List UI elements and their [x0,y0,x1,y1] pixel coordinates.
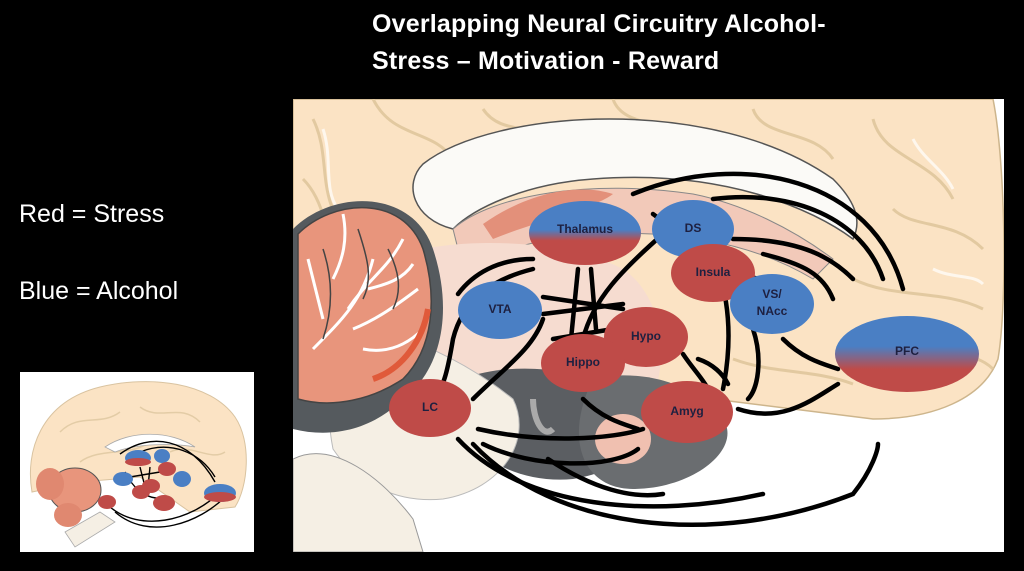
node-thalamus-label: Thalamus [557,222,613,236]
node-vs-label: VS/ [762,287,782,301]
node-pfc[interactable]: PFC [835,316,979,392]
connection-thal-hypo-1 [568,266,581,342]
connection-thal-hypo-2 [588,266,599,332]
node-hippo-label: Hippo [566,355,600,369]
node-vs-nacc[interactable]: VS/ NAcc [730,274,814,334]
connection-vta-hub-2 [540,301,626,317]
brain-diagram-svg: Thalamus DS Insula VS/ NAcc VTA Hypo Hip… [293,99,1004,552]
node-insula-label: Insula [696,265,731,279]
node-lc-label: LC [422,400,438,414]
connection-lc-vta [470,316,546,402]
node-ds[interactable]: DS [652,200,734,258]
brain-circuit-diagram: Thalamus DS Insula VS/ NAcc VTA Hypo Hip… [293,99,1004,552]
brain-thumbnail [20,372,254,552]
connection-hippo-amyg [580,396,641,432]
slide-title: Overlapping Neural Circuitry Alcohol- St… [372,6,826,80]
node-amyg[interactable]: Amyg [641,381,733,443]
brain-thumbnail-svg [20,372,254,552]
connection-ds-hippo [580,231,666,342]
node-vta[interactable]: VTA [458,281,542,339]
legend-blue-alcohol: Blue = Alcohol [19,277,179,305]
node-hippo[interactable]: Hippo [541,334,625,392]
node-amyg-label: Amyg [670,404,703,418]
title-line-1: Overlapping Neural Circuitry Alcohol- [372,10,826,38]
connection-lc-amyg-2 [480,441,641,466]
connection-amyg-pfc [735,381,841,416]
node-hypo[interactable]: Hypo [604,307,688,367]
connection-lc-pfc-2 [470,441,881,528]
connection-ds-pfc-inner [730,236,856,282]
node-ds-label: DS [685,221,702,235]
node-pfc-label: PFC [895,344,919,358]
cerebellum [293,201,443,433]
node-nacc-label: NAcc [757,304,788,318]
connection-ds-pfc-mid [710,194,886,282]
legend-red-stress: Red = Stress [19,200,165,228]
node-thalamus[interactable]: Thalamus [529,201,641,265]
node-hypo-label: Hypo [631,329,661,343]
connection-lc-pfc-1 [455,436,766,509]
connection-insula-pfc [760,251,836,302]
connection-thalamus-vta [455,256,536,297]
connection-lc-amyg-1 [475,426,646,441]
title-line-2: Stress – Motivation - Reward [372,47,720,75]
connection-vs-amyg [745,326,761,402]
node-vta-label: VTA [488,302,511,316]
connection-ds-pfc-outer [630,171,906,292]
connection-vs-pfc [780,336,841,372]
node-lc[interactable]: LC [389,379,471,437]
connection-hippo-lower [545,456,666,498]
node-insula[interactable]: Insula [671,244,755,302]
